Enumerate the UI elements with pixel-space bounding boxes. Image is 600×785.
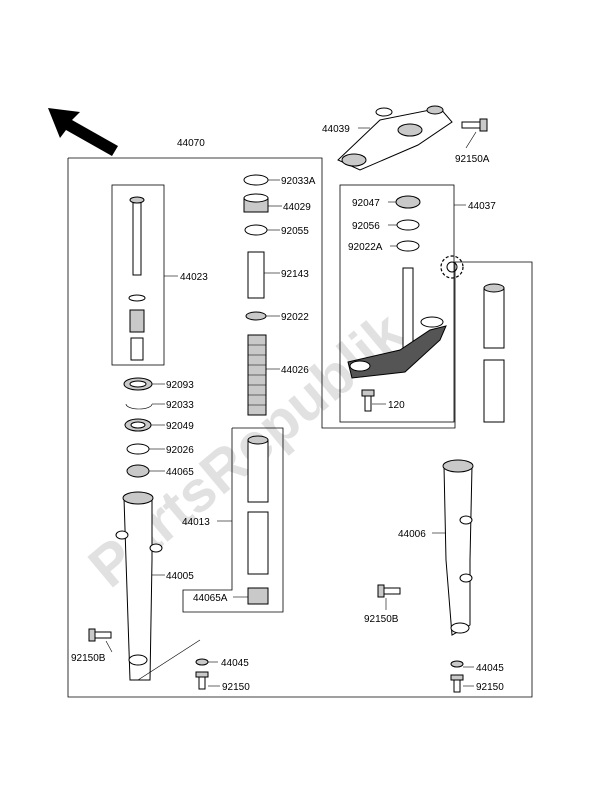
outer-tube-44006 xyxy=(442,459,474,636)
circlip-92033 xyxy=(125,403,153,410)
label-92026: 92026 xyxy=(166,445,194,456)
washer-44045-left xyxy=(195,658,209,666)
bushing-44065 xyxy=(126,464,150,478)
washer-92026 xyxy=(126,443,150,455)
label-120: 120 xyxy=(388,400,405,411)
label-44045-left: 44045 xyxy=(221,658,249,669)
bolt-92150B-left xyxy=(88,628,112,642)
label-92093: 92093 xyxy=(166,380,194,391)
label-44029: 44029 xyxy=(283,202,311,213)
bushing-44065A xyxy=(247,587,269,605)
spacer-92143 xyxy=(247,251,265,299)
inner-box-44023 xyxy=(111,184,165,366)
label-92150-right: 92150 xyxy=(476,682,504,693)
label-44005: 44005 xyxy=(166,571,194,582)
label-92022: 92022 xyxy=(281,312,309,323)
circlip-92033A xyxy=(243,174,269,186)
washer-92022 xyxy=(245,311,267,321)
label-44039: 44039 xyxy=(322,124,350,135)
bolt-120 xyxy=(361,389,375,412)
inner-tube-44013 xyxy=(247,435,269,575)
seal-92056 xyxy=(396,219,420,231)
label-92049: 92049 xyxy=(166,421,194,432)
label-92150B-right: 92150B xyxy=(364,614,399,625)
label-44037: 44037 xyxy=(468,201,496,212)
steering-stem-box-44037 xyxy=(339,184,455,423)
leader-lines xyxy=(105,127,477,687)
steering-stem-44037 xyxy=(347,267,447,379)
label-92022A: 92022A xyxy=(348,242,383,253)
bolt-92150B-right xyxy=(377,584,401,598)
label-92150A: 92150A xyxy=(455,154,490,165)
label-44070: 44070 xyxy=(177,138,205,149)
assembly-box-44070 xyxy=(67,157,533,698)
gear-icon xyxy=(440,255,464,279)
cap-44029 xyxy=(243,193,269,213)
label-92150B-left: 92150B xyxy=(71,653,106,664)
direction-arrow-icon xyxy=(48,108,118,156)
label-92047: 92047 xyxy=(352,198,380,209)
label-92143: 92143 xyxy=(281,269,309,280)
label-44013: 44013 xyxy=(182,517,210,528)
bolt-92150A xyxy=(461,118,488,132)
ring-92022A xyxy=(396,240,420,252)
label-92056: 92056 xyxy=(352,221,380,232)
label-44065: 44065 xyxy=(166,467,194,478)
outer-tube-44005 xyxy=(115,491,163,681)
bolt-92150-right xyxy=(450,674,464,693)
oil-seal-92093 xyxy=(123,377,153,391)
right-inner-tube xyxy=(483,283,505,423)
bearing-92047 xyxy=(395,195,421,209)
spring-44026 xyxy=(247,334,267,416)
label-44023: 44023 xyxy=(180,272,208,283)
washer-44045-right xyxy=(450,660,464,668)
label-44065A: 44065A xyxy=(193,593,228,604)
inner-box-44013 xyxy=(182,427,284,613)
bolt-92150-left xyxy=(195,671,209,690)
o-ring-92055 xyxy=(244,224,268,236)
label-44045-right: 44045 xyxy=(476,663,504,674)
damper-rod-44023 xyxy=(128,196,146,361)
label-44026: 44026 xyxy=(281,365,309,376)
label-44006: 44006 xyxy=(398,529,426,540)
seal-92049 xyxy=(124,418,152,432)
label-92055: 92055 xyxy=(281,226,309,237)
label-92033: 92033 xyxy=(166,400,194,411)
label-92033A: 92033A xyxy=(281,176,316,187)
label-92150-left: 92150 xyxy=(222,682,250,693)
upper-bracket-44039 xyxy=(337,105,453,171)
